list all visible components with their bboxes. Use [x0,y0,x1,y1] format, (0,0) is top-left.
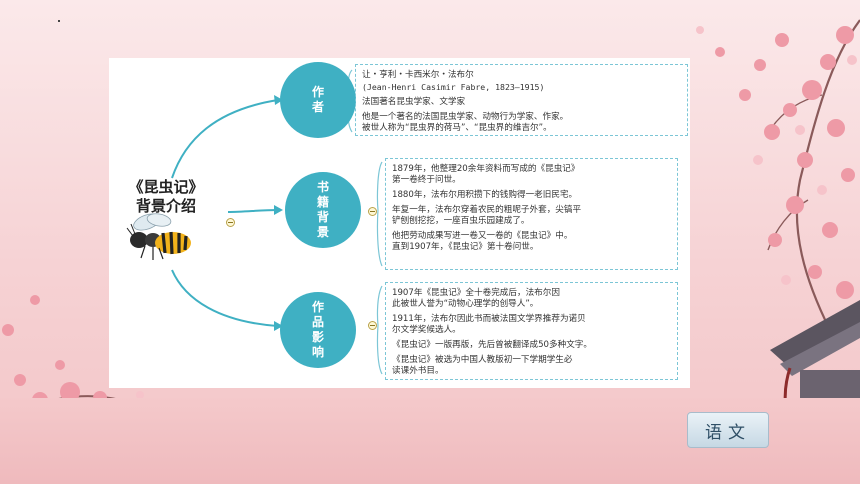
subject-badge-label: 语文 [705,422,751,443]
impact-line: 此被世人誉为“动物心理学的创导人”。 [392,299,539,309]
node-author-label: 作者 [311,85,324,114]
root-title-line-1: 《昆虫记》 [128,178,204,196]
author-box: 让・亨利・卡西米尔・法布尔 (Jean-Henri Casimir Fabre,… [355,64,688,136]
root-title: 《昆虫记》 背景介绍 [118,178,214,216]
bee-icon [126,213,191,260]
arrow-impact [274,321,283,331]
bracket-background [376,161,383,267]
author-line: 被世人称为“昆虫界的荷马”、“昆虫界的维吉尔”。 [362,123,552,133]
node-author[interactable]: 作者 [280,62,356,138]
author-line: 法国著名昆虫学家、文学家 [362,97,466,107]
arrow-author [274,95,283,105]
impact-line: 读课外书目。 [392,366,444,376]
impact-line: 《昆虫记》被选为中国人教版初一下学期学生必 [392,355,573,365]
root-title-line-2: 背景介绍 [135,197,196,215]
background-line: 直到1907年，《昆虫记》第十卷问世。 [392,242,539,252]
node-impact-label: 作品影响 [311,300,324,359]
background-line: 年复一年，法布尔穿着农民的粗呢子外套，尖镐平 [392,205,582,215]
mind-map-panel [109,58,690,388]
background-line: 1880年，法布尔用积攒下的钱购得一老旧民宅。 [392,190,578,200]
background-line: 1879年，他整理20余年资料而写成的《昆虫记》 [392,164,580,174]
background-box: 1879年，他整理20余年资料而写成的《昆虫记》 第一卷终于问世。 1880年，… [385,158,678,270]
author-line: (Jean-Henri Casimir Fabre, 1823—1915) [362,82,545,92]
node-impact[interactable]: 作品影响 [280,292,356,368]
author-line: 让・亨利・卡西米尔・法布尔 [362,70,474,80]
collapse-impact-icon[interactable] [368,321,377,330]
bracket-impact [376,285,383,375]
connector-author [171,99,279,179]
collapse-root-icon[interactable] [226,218,235,227]
background-line: 铲刨刨挖挖，一座百虫乐园建成了。 [392,216,530,226]
collapse-background-icon[interactable] [368,207,377,216]
impact-box: 1907年《昆虫记》全十卷完成后，法布尔因 此被世人誉为“动物心理学的创导人”。… [385,282,678,380]
background-line: 他把劳动成果写进一卷又一卷的《昆虫记》中。 [392,231,573,241]
author-line: 他是一个著名的法国昆虫学家、动物行为学家、作家。 [362,112,569,122]
impact-line: 1907年《昆虫记》全十卷完成后，法布尔因 [392,288,560,298]
impact-line: 1911年，法布尔因此书而被法国文学界推荐为诺贝 [392,314,586,324]
node-background[interactable]: 书籍背景 [285,172,361,248]
arrow-background [274,205,283,215]
node-background-label: 书籍背景 [316,180,329,239]
impact-line: 尔文学奖候选人。 [392,325,461,335]
corner-dot [58,20,60,22]
connector-impact [171,269,279,327]
subject-badge: 语文 [687,412,769,448]
background-line: 第一卷终于问世。 [392,175,461,185]
impact-line: 《昆虫记》一版再版，先后曾被翻译成50多种文字。 [392,340,592,350]
connector-background [227,209,279,213]
